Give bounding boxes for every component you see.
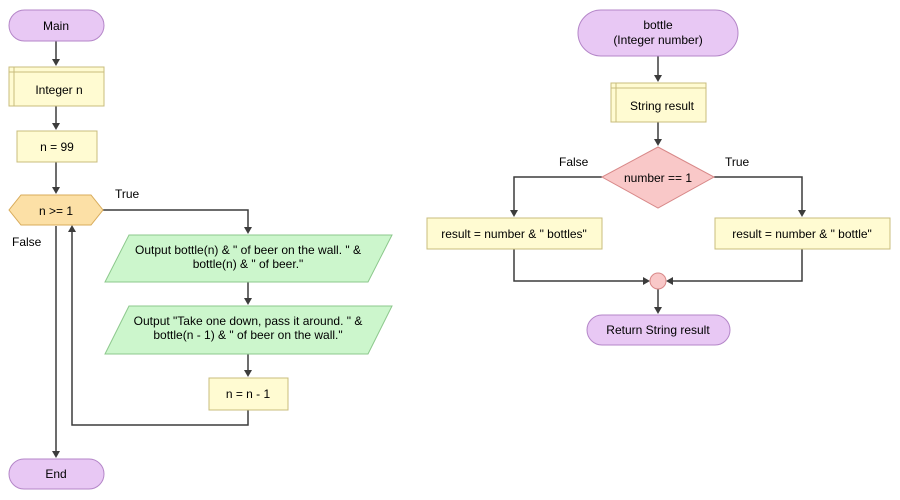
arrowhead [68,225,76,232]
main-output2-block[interactable] [104,305,393,355]
main-start-terminal[interactable] [8,9,105,42]
main-connectors [52,41,252,458]
arrowhead [510,210,518,217]
main-declare-block[interactable] [8,66,105,107]
arrowhead [52,123,60,130]
main-output1-line2: bottle(n) & " of beer." [193,257,304,271]
bottle-true-assign-block[interactable] [714,217,891,250]
main-output2-line2: bottle(n - 1) & " of beer on the wall." [153,328,342,342]
arrowhead [654,139,662,146]
main-output1-line1: Output bottle(n) & " of beer on the wall… [135,243,361,257]
bottle-start-line2: (Integer number) [613,33,702,47]
connector-condition-false [513,176,602,211]
main-loop-false-label: False [12,235,42,249]
connector-condition-true [714,176,803,211]
bottle-start-terminal[interactable] [577,9,739,57]
bottle-condition-false-label: False [559,155,589,169]
bottle-condition-label: number == 1 [624,171,692,185]
connector-loop-true-to-output1 [103,209,249,228]
main-end-terminal[interactable] [8,458,105,490]
bottle-join-node[interactable] [649,272,667,290]
arrowhead [244,298,252,305]
bottle-connectors [510,56,806,314]
arrowhead [52,187,60,194]
main-assign-block[interactable] [16,130,98,163]
arrowhead [798,210,806,217]
bottle-return-label: Return String result [606,323,710,337]
connector-decrement-loop-back [71,231,249,426]
main-start-label: Main [43,19,69,33]
main-declare-label: Integer n [35,83,82,97]
bottle-false-assign-label: result = number & " bottles" [441,227,587,241]
arrowhead [244,370,252,377]
bottle-false-assign-block[interactable] [426,217,603,250]
bottle-flowchart: bottle (Integer number) String result nu… [426,9,891,346]
main-decrement-label: n = n - 1 [226,387,271,401]
main-flowchart: Main Integer n n = 99 n >= 1 True False … [8,9,393,490]
arrowhead [654,75,662,82]
main-assign-label: n = 99 [40,140,74,154]
arrowhead [643,277,650,285]
bottle-condition-diamond[interactable] [600,146,716,209]
main-output1-block[interactable] [104,234,393,283]
bottle-true-assign-label: result = number & " bottle" [732,227,872,241]
bottle-declare-label: String result [630,99,695,113]
connector-true-to-join [672,249,803,282]
arrowhead [52,451,60,458]
bottle-condition-true-label: True [725,155,750,169]
arrowhead [654,307,662,314]
bottle-start-line1: bottle [643,18,673,32]
main-loop-true-label: True [115,187,140,201]
main-end-label: End [45,467,66,481]
bottle-declare-block[interactable] [610,82,707,123]
main-decrement-block[interactable] [208,377,289,411]
main-output2-line1: Output "Take one down, pass it around. "… [134,314,363,328]
arrowhead [244,227,252,234]
arrowhead [666,277,673,285]
bottle-return-terminal[interactable] [586,314,731,346]
main-loop-condition: n >= 1 [39,204,73,218]
connector-false-to-join [513,249,644,282]
arrowhead [52,59,60,66]
main-loop-hexagon[interactable] [8,194,104,226]
